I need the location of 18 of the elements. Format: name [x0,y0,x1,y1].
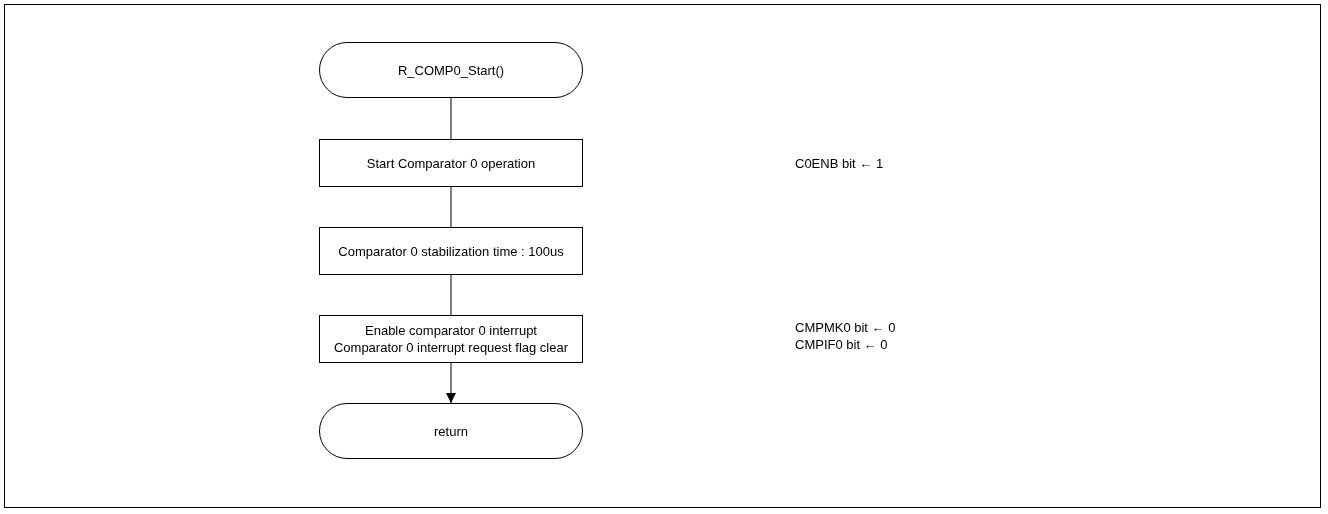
arrow [446,362,456,404]
node-text: Enable comparator 0 interrupt [365,322,537,339]
connector-line [450,97,452,140]
connector-line [450,274,452,316]
connector-line [450,186,452,228]
terminal-shape [319,403,583,459]
register-note: CMPMK0 bit ← 0 [795,319,896,336]
node-text: Comparator 0 stabilization time : 100us [338,242,564,260]
node-text: Start Comparator 0 operation [366,154,536,172]
register-note: C0ENB bit ← 1 [795,155,884,172]
terminal-shape [319,42,583,98]
register-note: CMPIF0 bit ← 0 [795,336,888,353]
process-box [319,227,583,275]
node-text: R_COMP0_Start() [397,61,505,79]
process-box [319,139,583,187]
node-text: return [434,422,468,440]
process-box [319,315,583,363]
node-text: Comparator 0 interrupt request flag clear [333,339,569,356]
